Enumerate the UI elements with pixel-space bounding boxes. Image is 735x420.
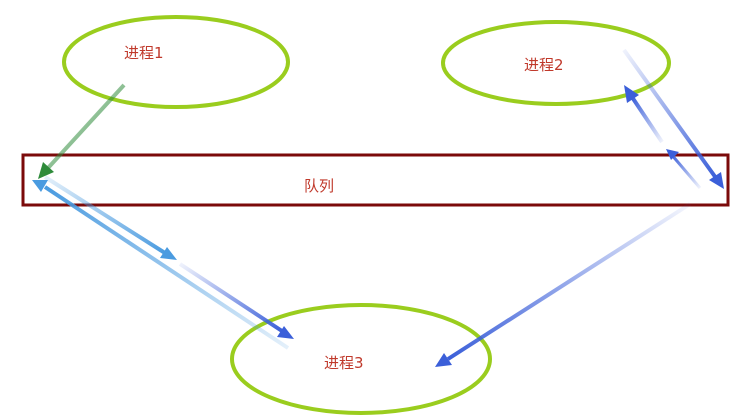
process1-label: 进程1 — [124, 44, 164, 62]
arrow-process1-to-queue — [38, 83, 126, 179]
arrow-queue-right-to-process3 — [435, 202, 692, 367]
queue-label: 队列 — [304, 177, 334, 195]
process3-ellipse — [230, 303, 492, 415]
process1-ellipse — [62, 15, 290, 109]
queue-box — [21, 153, 730, 207]
arrow-process3-to-queue — [32, 180, 290, 350]
arrow-queue-to-process3 — [43, 175, 294, 339]
process2-label: 进程2 — [524, 56, 564, 74]
process3-label: 进程3 — [324, 354, 364, 372]
arrow-queue-to-process2 — [624, 85, 702, 189]
process2-ellipse — [441, 20, 671, 106]
arrow-process2-to-queue — [622, 48, 724, 189]
